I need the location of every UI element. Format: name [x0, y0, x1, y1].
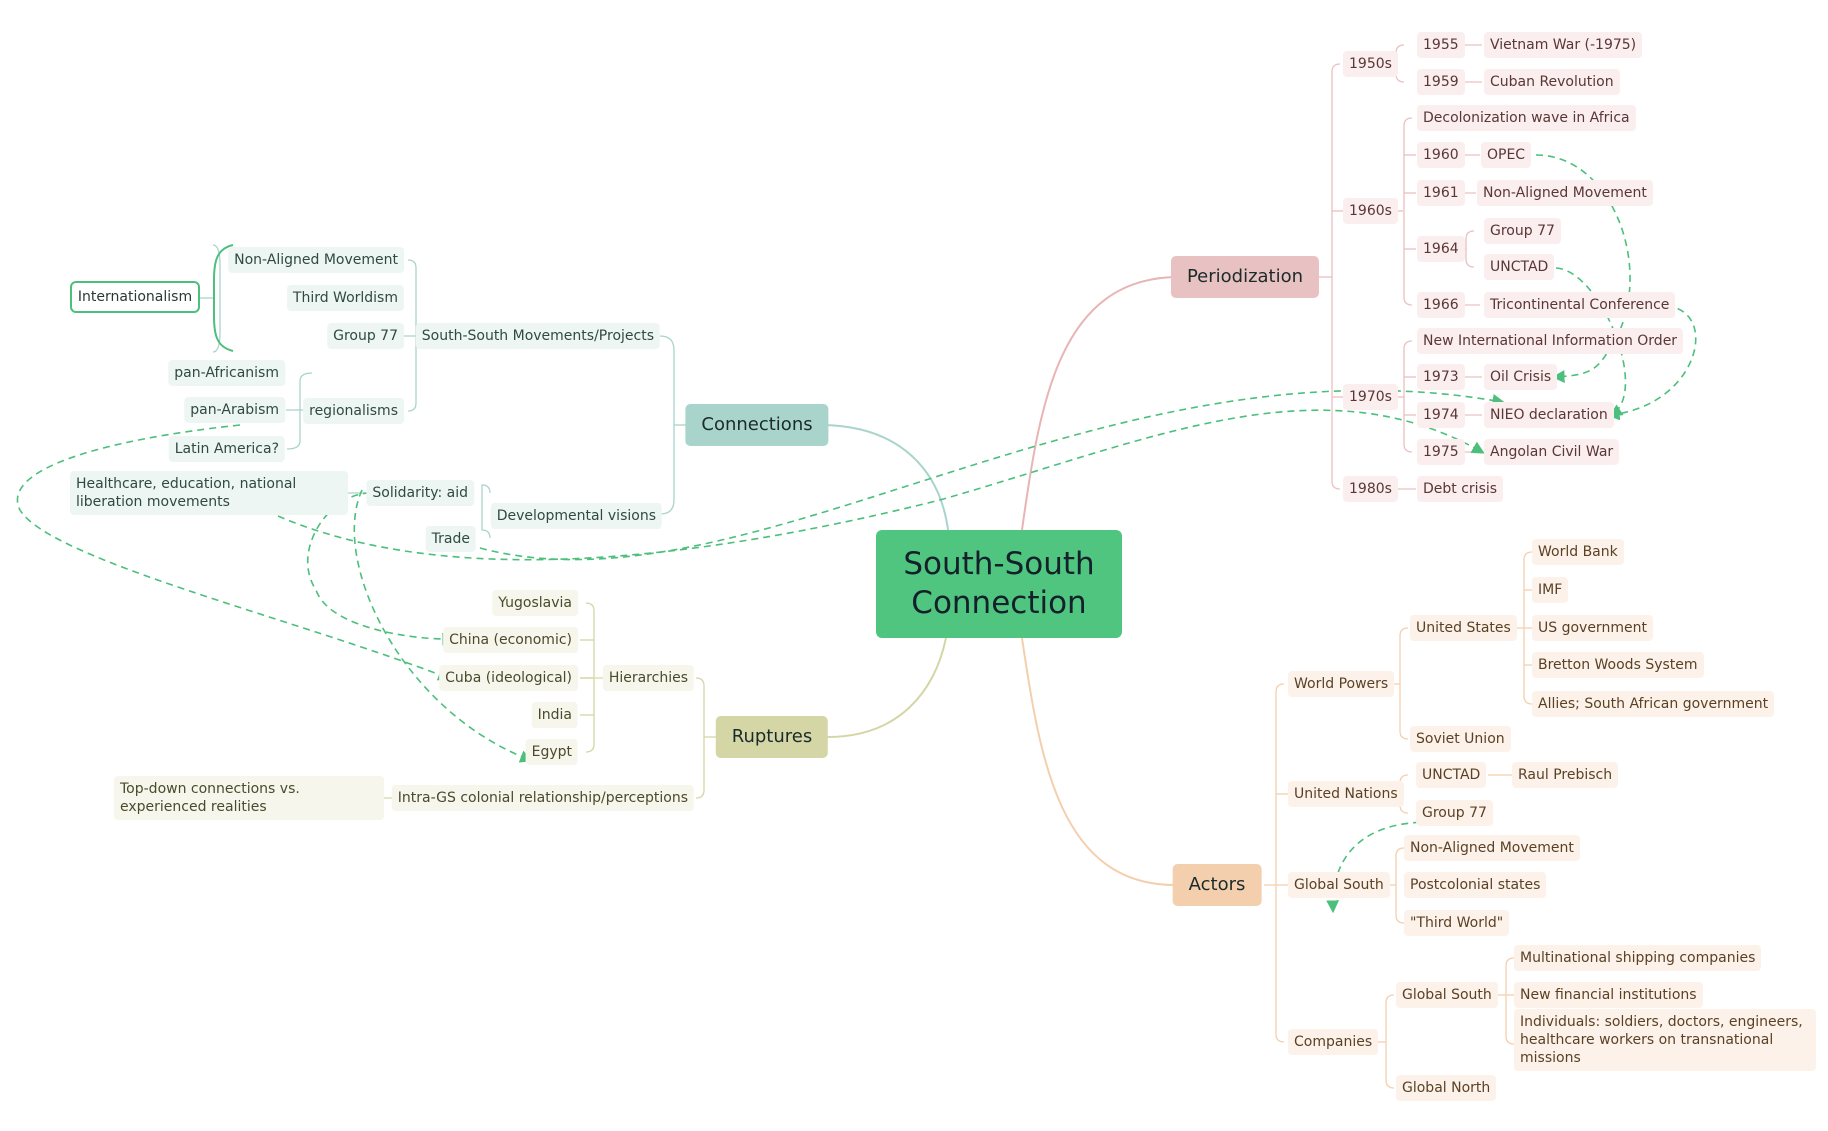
actor-raul-prebisch[interactable]: Raul Prebisch [1512, 762, 1619, 788]
event-oil-crisis[interactable]: Oil Crisis [1484, 364, 1558, 390]
decade-1960s[interactable]: 1960s [1343, 198, 1398, 224]
decade-1970s[interactable]: 1970s [1343, 384, 1398, 410]
hierarchies[interactable]: Hierarchies [602, 665, 694, 691]
year-1966[interactable]: 1966 [1417, 292, 1465, 318]
actor-companies[interactable]: Companies [1288, 1029, 1379, 1055]
actor-allies-south-africa[interactable]: Allies; South African government [1532, 691, 1775, 717]
decade-1950s[interactable]: 1950s [1343, 51, 1398, 77]
hierarchy-egypt[interactable]: Egypt [525, 739, 578, 765]
actor-soviet-union[interactable]: Soviet Union [1410, 726, 1511, 752]
intra-gs-colonial[interactable]: Intra-GS colonial relationship/perceptio… [391, 785, 694, 811]
central-topic[interactable]: South-South Connection [876, 530, 1122, 638]
top-down-connections[interactable]: Top-down connections vs. experienced rea… [114, 776, 384, 820]
actor-united-states[interactable]: United States [1410, 615, 1517, 641]
internationalism-summary[interactable]: Internationalism [70, 281, 200, 313]
central-topic-label: South-South Connection [903, 546, 1095, 621]
event-vietnam-war[interactable]: Vietnam War (-1975) [1484, 32, 1643, 58]
decade-1980s[interactable]: 1980s [1343, 476, 1398, 502]
event-group-77[interactable]: Group 77 [1484, 218, 1561, 244]
event-cuban-revolution[interactable]: Cuban Revolution [1484, 69, 1620, 95]
actor-us-government[interactable]: US government [1532, 615, 1653, 641]
movement-non-aligned[interactable]: Non-Aligned Movement [228, 247, 404, 273]
internationalism-label: Internationalism [77, 289, 193, 305]
ruptures-label: Ruptures [731, 726, 813, 747]
periodization-label: Periodization [1186, 266, 1304, 287]
hierarchy-china[interactable]: China (economic) [443, 627, 578, 653]
year-1961[interactable]: 1961 [1417, 180, 1465, 206]
event-tricontinental[interactable]: Tricontinental Conference [1484, 292, 1676, 318]
developmental-visions[interactable]: Developmental visions [490, 503, 662, 529]
hierarchy-yugoslavia[interactable]: Yugoslavia [492, 590, 578, 616]
year-1974[interactable]: 1974 [1417, 402, 1465, 428]
actor-global-north[interactable]: Global North [1396, 1075, 1497, 1101]
year-1955[interactable]: 1955 [1417, 32, 1465, 58]
actor-postcolonial-states[interactable]: Postcolonial states [1404, 872, 1547, 898]
hierarchy-cuba[interactable]: Cuba (ideological) [439, 665, 578, 691]
hierarchy-india[interactable]: India [531, 702, 578, 728]
periodization-topic[interactable]: Periodization [1170, 256, 1320, 298]
movement-group-77[interactable]: Group 77 [327, 323, 404, 349]
actor-united-nations[interactable]: United Nations [1288, 781, 1404, 807]
actors-topic[interactable]: Actors [1172, 864, 1262, 906]
actor-world-bank[interactable]: World Bank [1532, 539, 1624, 565]
regionalism-pan-africanism[interactable]: pan-Africanism [168, 360, 285, 386]
actor-imf[interactable]: IMF [1532, 577, 1569, 603]
actor-companies-global-south[interactable]: Global South [1396, 982, 1498, 1008]
actor-third-world[interactable]: "Third World" [1404, 910, 1510, 936]
year-1975[interactable]: 1975 [1417, 439, 1465, 465]
event-debt-crisis[interactable]: Debt crisis [1417, 476, 1504, 502]
event-decolonization[interactable]: Decolonization wave in Africa [1417, 105, 1636, 131]
actor-gs-non-aligned[interactable]: Non-Aligned Movement [1404, 835, 1580, 861]
healthcare-education-liberation[interactable]: Healthcare, education, national liberati… [70, 471, 348, 515]
connections-topic[interactable]: Connections [685, 404, 829, 446]
south-south-movements[interactable]: South-South Movements/Projects [415, 323, 660, 349]
event-nieo-declaration[interactable]: NIEO declaration [1484, 402, 1614, 428]
year-1960[interactable]: 1960 [1417, 142, 1465, 168]
actor-global-south[interactable]: Global South [1288, 872, 1390, 898]
ruptures-topic[interactable]: Ruptures [715, 716, 829, 758]
regionalism-latin-america[interactable]: Latin America? [168, 436, 285, 462]
actor-un-unctad[interactable]: UNCTAD [1416, 762, 1487, 788]
actor-individuals[interactable]: Individuals: soldiers, doctors, engineer… [1514, 1009, 1816, 1071]
solidarity-aid[interactable]: Solidarity: aid [366, 480, 474, 506]
year-1973[interactable]: 1973 [1417, 364, 1465, 390]
actor-un-group-77[interactable]: Group 77 [1416, 800, 1493, 826]
actor-world-powers[interactable]: World Powers [1288, 671, 1395, 697]
actor-bretton-woods[interactable]: Bretton Woods System [1532, 652, 1704, 678]
movement-third-worldism[interactable]: Third Worldism [286, 285, 404, 311]
actor-financial-institutions[interactable]: New financial institutions [1514, 982, 1703, 1008]
regionalism-pan-arabism[interactable]: pan-Arabism [184, 397, 285, 423]
event-opec[interactable]: OPEC [1481, 142, 1532, 168]
trade[interactable]: Trade [425, 526, 476, 552]
event-non-aligned-movement[interactable]: Non-Aligned Movement [1477, 180, 1653, 206]
event-niio[interactable]: New International Information Order [1417, 328, 1684, 354]
event-unctad[interactable]: UNCTAD [1484, 254, 1555, 280]
movement-regionalisms[interactable]: regionalisms [303, 398, 404, 424]
actors-label: Actors [1188, 874, 1246, 895]
actor-shipping-companies[interactable]: Multinational shipping companies [1514, 945, 1762, 971]
connections-label: Connections [701, 414, 813, 435]
year-1959[interactable]: 1959 [1417, 69, 1465, 95]
event-angolan-civil-war[interactable]: Angolan Civil War [1484, 439, 1620, 465]
year-1964[interactable]: 1964 [1417, 236, 1465, 262]
